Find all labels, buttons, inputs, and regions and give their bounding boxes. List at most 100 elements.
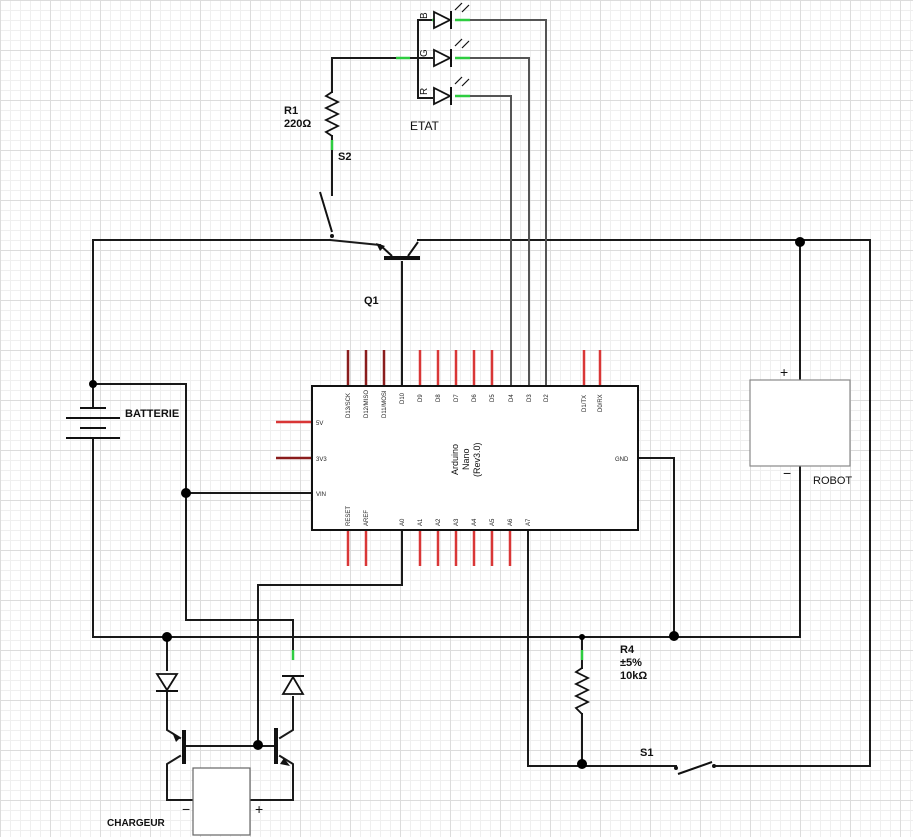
pin-label: D13/SCK [346,393,352,418]
pin-label: A2 [436,518,442,526]
battery-icon [66,407,120,439]
arduino-left-pin-stubs [276,420,312,460]
pin-label: D11/MOSI [382,390,388,418]
ground-rail [92,454,801,638]
arduino-top-pin-labels: D13/SCK D12/MISO D11/MOSI D10 D9 D8 D7 D… [346,390,604,418]
arduino-body [311,385,639,531]
charger-plus-wire [249,754,294,801]
junctions [89,237,805,769]
pin-label: D9 [418,394,424,402]
pin-label: A7 [526,518,532,526]
led-b-icon [433,2,470,30]
pin-label: D2 [544,394,550,402]
rgb-led-group: B G R [419,2,470,106]
pin-label: A4 [472,518,478,526]
pin-label-5v: 5V [316,421,323,427]
led-g-icon [433,38,470,68]
chargeur-minus-label: − [182,801,190,817]
robot-box [749,379,851,467]
s2-label: S2 [338,151,351,163]
pin-label: RESET [346,506,352,526]
pin-label: D6 [472,394,478,402]
s1-label: S1 [640,747,653,759]
led-g-to-d3 [455,57,530,355]
arduino-bottom-pin-stubs [346,529,512,566]
pin-label: A0 [400,518,406,526]
arduino-nano: D13/SCK D12/MISO D11/MOSI D10 D9 D8 D7 D… [276,349,639,566]
pin-endpoints [291,18,584,660]
pin-label: D8 [436,394,442,402]
batterie-label: BATTERIE [125,408,179,420]
pin-label-vin: VIN [316,492,326,498]
pin-label: D4 [509,394,515,402]
pin-label: D10 [400,392,406,404]
r1-name-label: R1 [284,105,298,117]
resistor-r4-icon [573,667,591,715]
pin-label: A6 [508,518,514,526]
left-diode-bottom [166,691,182,740]
right-transistor-icon [274,728,290,766]
led-label-b: B [419,12,430,19]
battery-plus-to-transistor [92,383,294,656]
junction-dot [795,237,805,247]
q1-collector-wire [328,238,382,247]
pin-label: D7 [454,394,460,402]
etat-label: ETAT [410,119,440,133]
pin-label: A1 [418,518,424,526]
q1-label: Q1 [364,295,379,307]
junction-dot [181,488,191,498]
r1-value-label: 220Ω [284,118,311,130]
charger-minus-wire [166,754,194,801]
chargeur-box [192,767,251,836]
r4-tol-label: ±5% [620,657,642,669]
pin-label: D3 [527,394,533,402]
pin-label: D12/MISO [364,390,370,418]
switch-s1-icon [674,761,716,775]
pin-label: A3 [454,518,460,526]
junction-dot [253,740,263,750]
chargeur-label: CHARGEUR [107,818,166,829]
pin-label: D0/RX [598,394,604,412]
junction-dot [579,634,585,640]
pin-label-gnd: GND [615,457,629,463]
junction-dot [669,631,679,641]
pin-label-3v3: 3V3 [316,457,327,463]
right-diode-bottom [278,696,294,740]
left-transistor-icon [172,730,186,764]
led-r-to-d4 [455,95,512,355]
led-label-g: G [419,49,430,57]
resistor-r1-icon [323,91,341,137]
pin-label: D1/TX [582,395,588,412]
r4-value-label: 10kΩ [620,670,647,682]
switch-s2-icon [319,191,334,238]
led-r-icon [433,76,470,106]
pin-label: AREF [364,510,370,526]
left-diode-icon [155,673,179,692]
chargeur-plus-label: + [255,801,263,817]
arduino-name-2: Nano [461,448,471,470]
arduino-top-pin-stubs [346,349,602,386]
pin-label: D5 [490,394,496,402]
arduino-bottom-pin-labels: RESET AREF A0 A1 A2 A3 A4 A5 A6 A7 [346,506,532,526]
robot-plus-label: + [780,364,788,380]
led-label-r: R [419,88,430,95]
a7-s1-wire [527,529,677,767]
robot-minus-label: − [783,465,791,481]
r4-name-label: R4 [620,644,635,656]
right-return-wire [713,239,871,767]
right-diode-icon [281,675,305,695]
a0-to-transistor-wire [257,529,403,746]
arduino-name-3: (Rev3.0) [472,442,482,477]
transistor-q1-icon [376,241,420,260]
pin-label: A5 [490,518,496,526]
r1-top-wire [331,57,386,93]
robot-label: ROBOT [813,475,852,487]
gnd-pin-wire [637,457,675,638]
junction-dot [577,759,587,769]
arduino-name-1: Arduino [450,444,460,475]
led-b-to-d2 [455,19,547,355]
junction-dot [162,632,172,642]
junction-dot [89,380,97,388]
